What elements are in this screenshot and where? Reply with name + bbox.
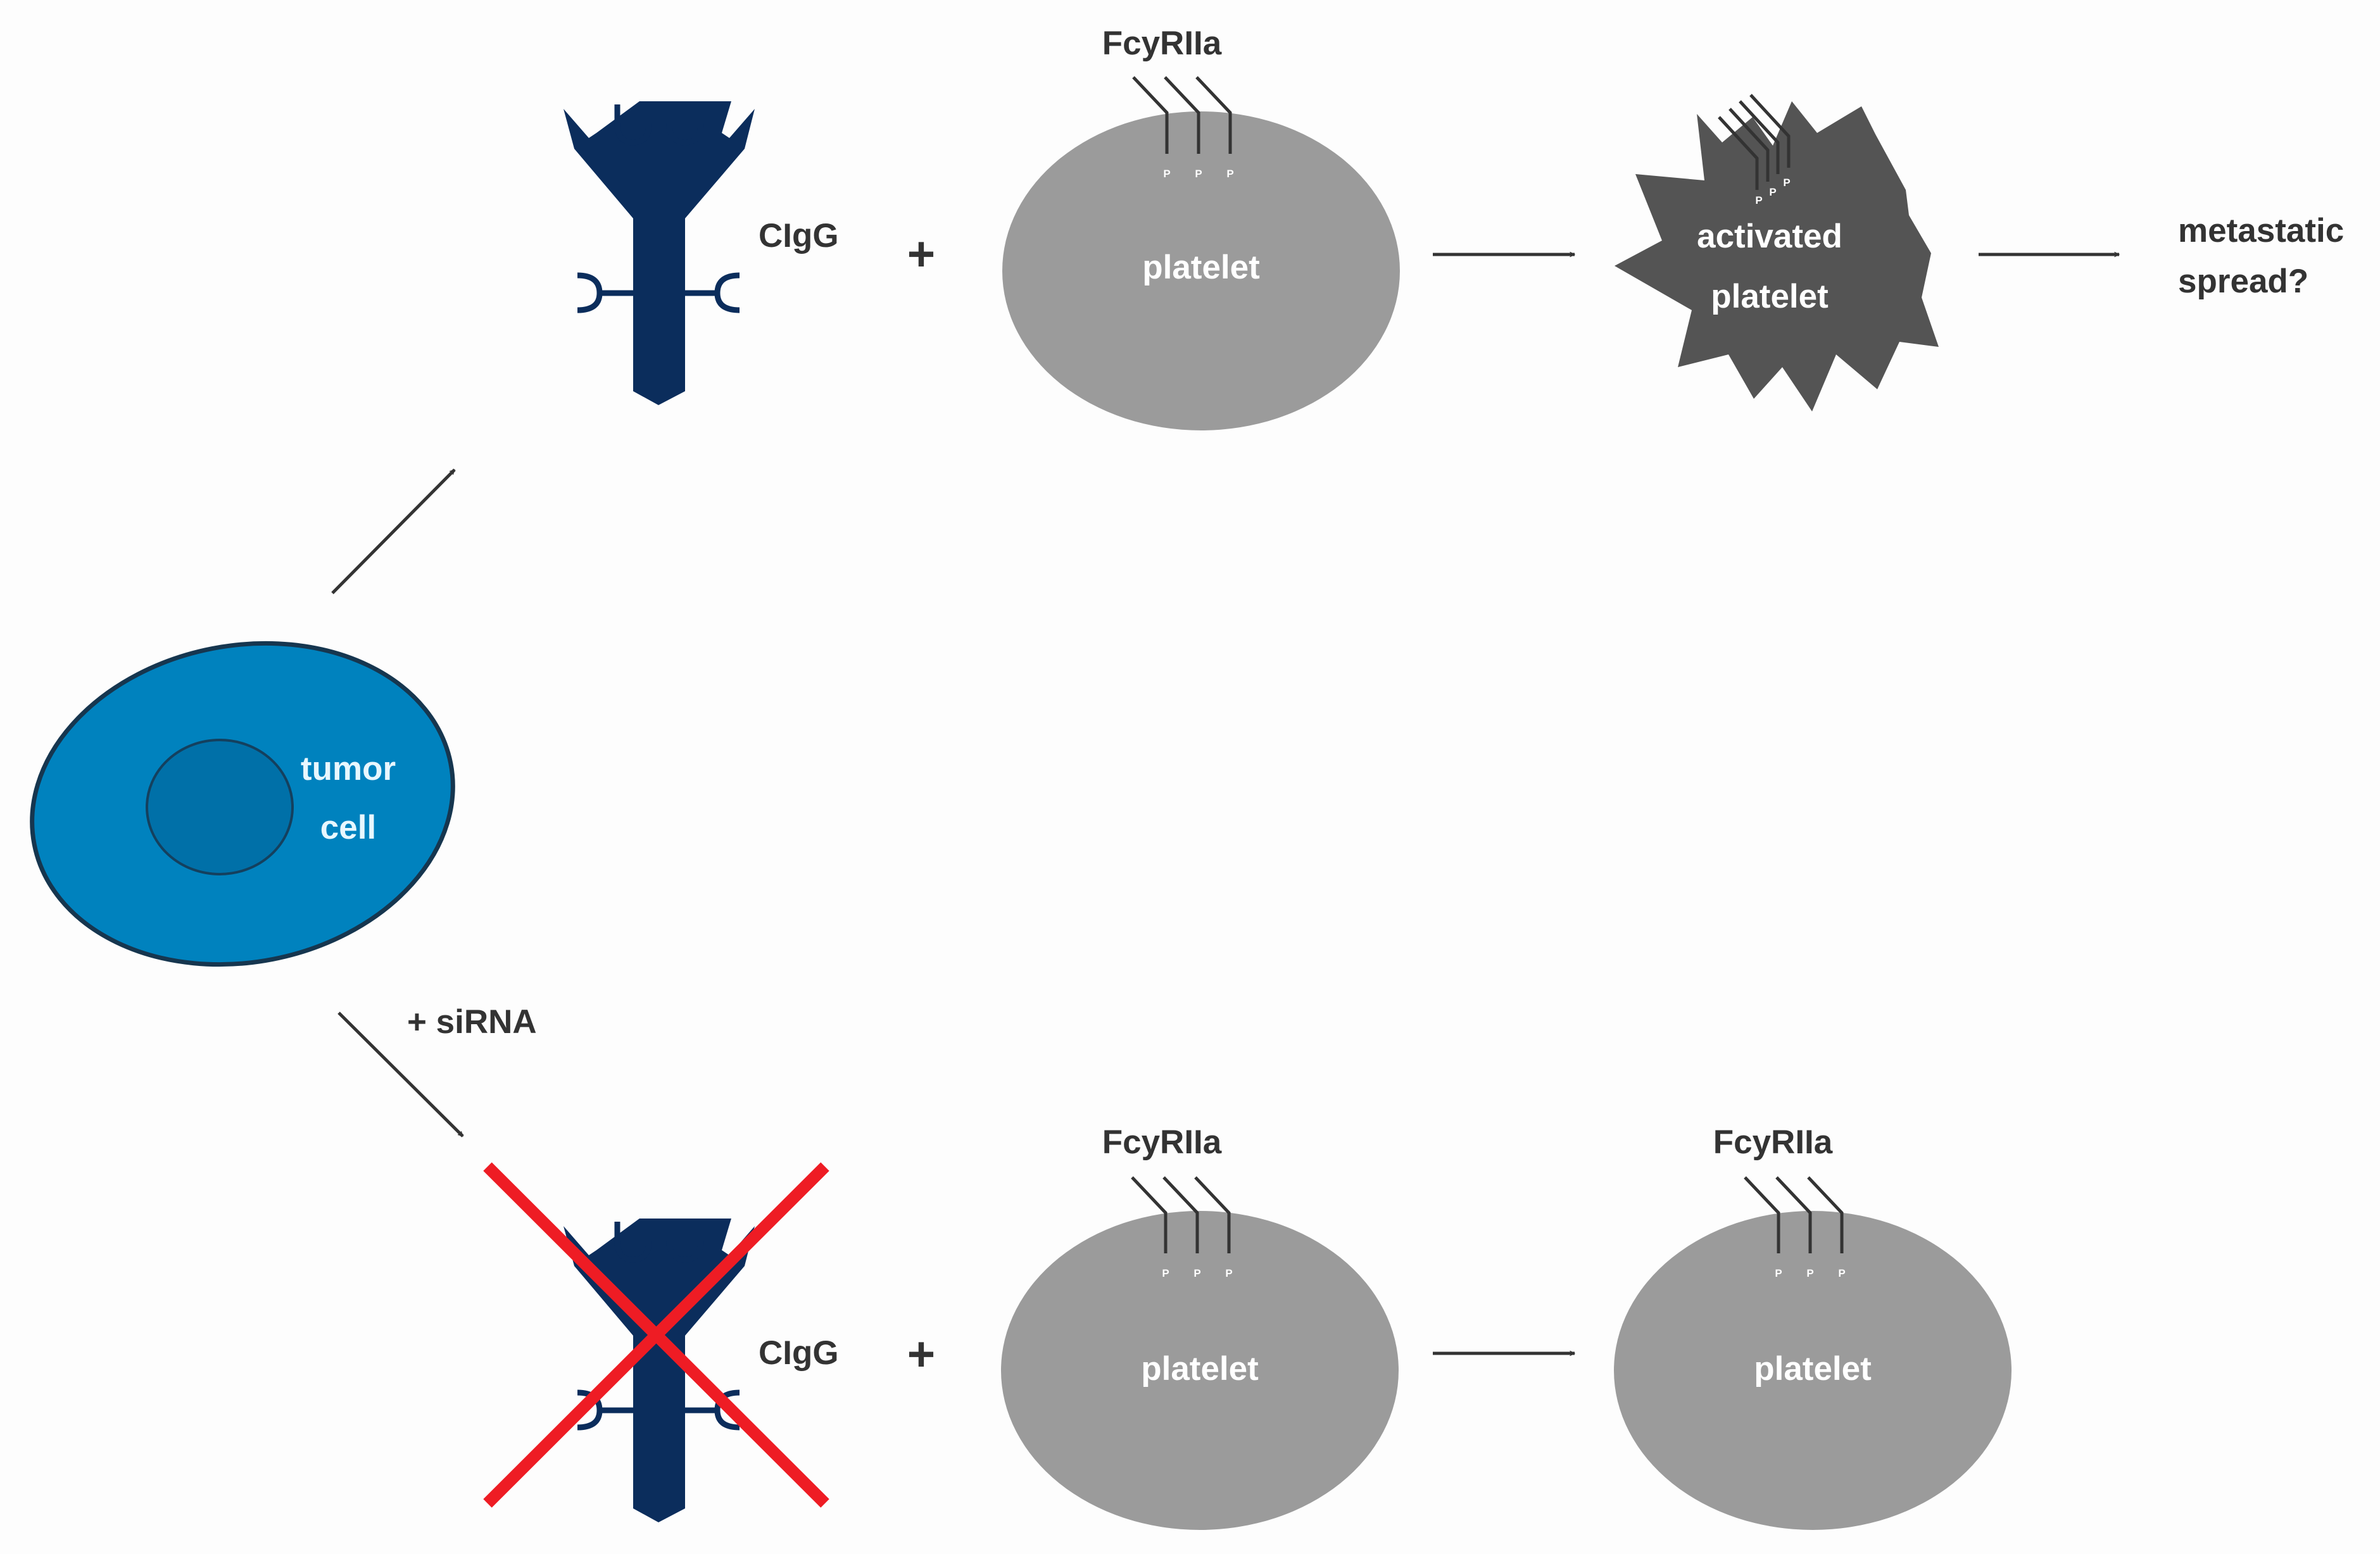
fcyriia-receptors-top <box>1132 76 1232 154</box>
cigg-label-bottom: CIgG <box>759 1334 839 1372</box>
tumor-cell-label-1: tumor <box>301 750 396 787</box>
phospho-label: P <box>1755 194 1762 206</box>
fcyriia-receptors-bottom-2 <box>1744 1176 1844 1253</box>
metastatic-label-2: spread? <box>2178 263 2308 300</box>
phospho-label: P <box>1162 1267 1169 1279</box>
platelet-label-bottom-2: platelet <box>1754 1350 1872 1388</box>
phospho-label: P <box>1783 177 1790 189</box>
platelet-label-bottom-1: platelet <box>1141 1350 1259 1388</box>
fcyriia-receptors-activated <box>1718 94 1791 190</box>
phospho-label: P <box>1225 1267 1232 1279</box>
fcyriia-label-top: FcyRIIa <box>1102 25 1222 62</box>
phospho-label: P <box>1226 168 1233 180</box>
igg-antibody-icon <box>564 101 755 405</box>
activated-platelet <box>1615 101 1939 411</box>
metastatic-label-1: metastatic <box>2178 212 2344 249</box>
fcyriia-label-bottom-1: FcyRIIa <box>1102 1124 1222 1161</box>
platelet-bottom-2 <box>1614 1211 2012 1530</box>
antibody-top <box>564 101 755 405</box>
phospho-label: P <box>1769 186 1776 198</box>
tumor-cell-label-2: cell <box>320 809 376 846</box>
plus-sign-bottom: + <box>907 1327 935 1381</box>
fcyriia-label-bottom-2: FcyRIIa <box>1713 1124 1833 1161</box>
phospho-label: P <box>1163 168 1170 180</box>
arrow-tumor-to-bottom <box>337 1012 464 1137</box>
plus-sign-top: + <box>907 227 935 281</box>
tumor-nucleus <box>146 739 294 875</box>
activated-platelet-label-2: platelet <box>1711 278 1829 315</box>
platelet-top <box>1002 111 1400 430</box>
fcyriia-receptors-bottom-1 <box>1131 1176 1231 1253</box>
platelet-bottom-1 <box>1001 1211 1399 1530</box>
red-x-icon <box>483 1162 829 1508</box>
sirna-label: + siRNA <box>407 1003 537 1041</box>
phospho-label: P <box>1195 168 1202 180</box>
arrow-tumor-to-top <box>331 468 456 594</box>
phospho-label: P <box>1806 1267 1813 1279</box>
activated-platelet-label-1: activated <box>1697 218 1842 255</box>
phospho-label: P <box>1193 1267 1200 1279</box>
phospho-label: P <box>1838 1267 1845 1279</box>
phospho-label: P <box>1775 1267 1782 1279</box>
platelet-label-top: platelet <box>1142 249 1260 286</box>
cigg-label-top: CIgG <box>759 217 839 254</box>
tumor-cell <box>30 641 455 967</box>
